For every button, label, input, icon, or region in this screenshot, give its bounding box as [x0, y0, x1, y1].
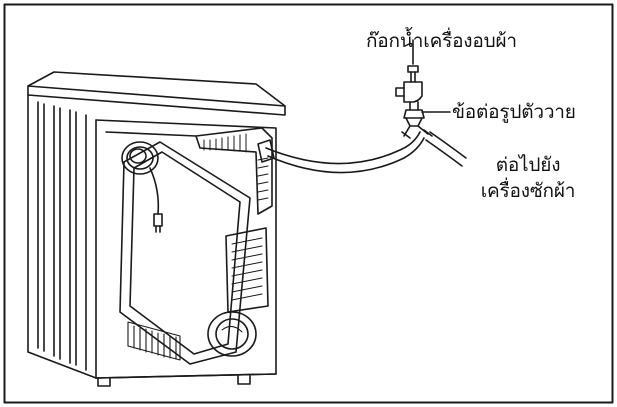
drain-opening: [208, 312, 256, 356]
to-washer-label-line2: เครื่องซักผ้า: [468, 180, 588, 202]
faucet: [396, 66, 422, 110]
inlet-hose: [258, 132, 424, 173]
lower-vent-grille: [128, 322, 180, 360]
dryer-top-panel: [28, 72, 285, 106]
y-connector-label: ข้อต่อรูปตัววาย: [452, 101, 576, 123]
power-plug: [154, 214, 162, 226]
faucet-body: [404, 82, 422, 102]
dryer-side-grooves: [38, 102, 86, 370]
dryer-illustration: [28, 72, 285, 386]
y-connector: [402, 110, 450, 138]
faucet-handle: [408, 66, 418, 72]
dryer-foot-left: [98, 378, 110, 386]
washer-hose: [426, 132, 466, 166]
faucet-label: ก๊อกน้ำเครื่องอบผ้า: [366, 30, 517, 52]
dryer-foot-right: [238, 376, 250, 384]
to-washer-label-line1: ต่อไปยัง: [468, 154, 588, 176]
